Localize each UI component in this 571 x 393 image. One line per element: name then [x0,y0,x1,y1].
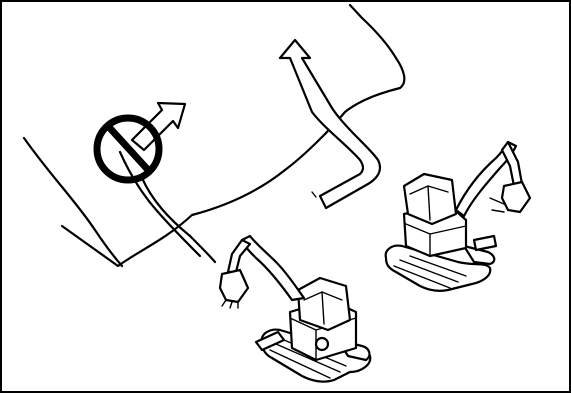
excavator-bucket [220,270,248,302]
excavator-light [316,338,328,350]
excavator-bucket [502,182,530,212]
excavator-arm [228,240,250,272]
prohibited-direction-icon [97,103,215,262]
excavator-boom [242,236,304,300]
recommended-arrow-shape [280,40,380,208]
excavator-icon [386,142,530,291]
excavator-icon [220,236,370,382]
excavator-blade [474,236,496,250]
recommended-arrow-tail [312,192,316,197]
slope-edge-left [24,138,122,266]
prohibited-path-outer [142,178,215,262]
recommended-direction-arrow-icon [280,40,380,208]
